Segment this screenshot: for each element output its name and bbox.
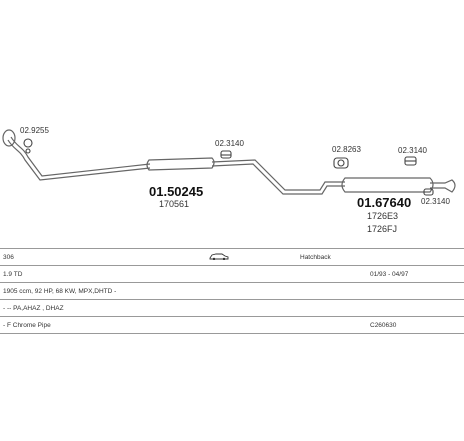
body-type: Hatchback: [300, 253, 331, 261]
rear-muffler: [341, 177, 434, 193]
hanger-icon-4: [404, 156, 417, 166]
hanger-code-3: 02.8263: [332, 145, 361, 154]
part-ref-rear-2: 1726FJ: [367, 224, 397, 234]
hanger-icon-5: [423, 188, 434, 196]
table-row: - F Chrome Pipe C260630: [0, 316, 464, 334]
table-row: - -- PA,AHAZ , DHAZ: [0, 299, 464, 317]
extras-label: - F Chrome Pipe: [3, 321, 51, 329]
body-icon-cell: [206, 249, 297, 266]
hanger-code-5: 02.3140: [421, 197, 450, 206]
specs: 1905 ccm, 92 HP, 68 KW, MPX,DHTD -: [3, 287, 117, 295]
part-number-rear: 01.67640: [357, 195, 411, 210]
front-pipe-inner: [10, 136, 151, 177]
part-number-center: 01.50245: [149, 184, 203, 199]
front-pipe: [7, 139, 151, 181]
tail-pipe: [430, 179, 456, 193]
hanger-code-4: 02.3140: [398, 146, 427, 155]
extras-code: C260630: [370, 321, 397, 329]
part-ref-rear-1: 1726E3: [367, 211, 398, 221]
exhaust-diagram: 02.9255 02.3140 02.8263 02.3140 02.3140 …: [2, 126, 456, 234]
intermediate-pipe-inner: [211, 163, 345, 195]
vehicle-model: 306: [3, 253, 14, 261]
engine: 1.9 TD: [3, 270, 23, 278]
hanger-icon-1: [23, 138, 33, 154]
hanger-icon-2: [220, 150, 232, 159]
vehicle-info-table: 306 Hatchback 1.9 TD 01/93 - 04/97 1905 …: [0, 248, 464, 334]
engine-codes: - -- PA,AHAZ , DHAZ: [3, 304, 64, 312]
center-muffler: [146, 157, 215, 171]
table-row: 1905 ccm, 92 HP, 68 KW, MPX,DHTD -: [0, 282, 464, 300]
table-row: 1.9 TD 01/93 - 04/97: [0, 265, 464, 283]
hanger-icon-3: [333, 157, 349, 169]
part-ref-center: 170561: [159, 199, 189, 209]
hanger-code-1: 02.9255: [20, 126, 49, 135]
car-icon: [209, 252, 229, 262]
table-row: 306 Hatchback: [0, 248, 464, 266]
hanger-code-2: 02.3140: [215, 139, 244, 148]
intermediate-pipe: [211, 159, 345, 191]
front-flange: [2, 129, 16, 147]
years: 01/93 - 04/97: [370, 270, 409, 278]
